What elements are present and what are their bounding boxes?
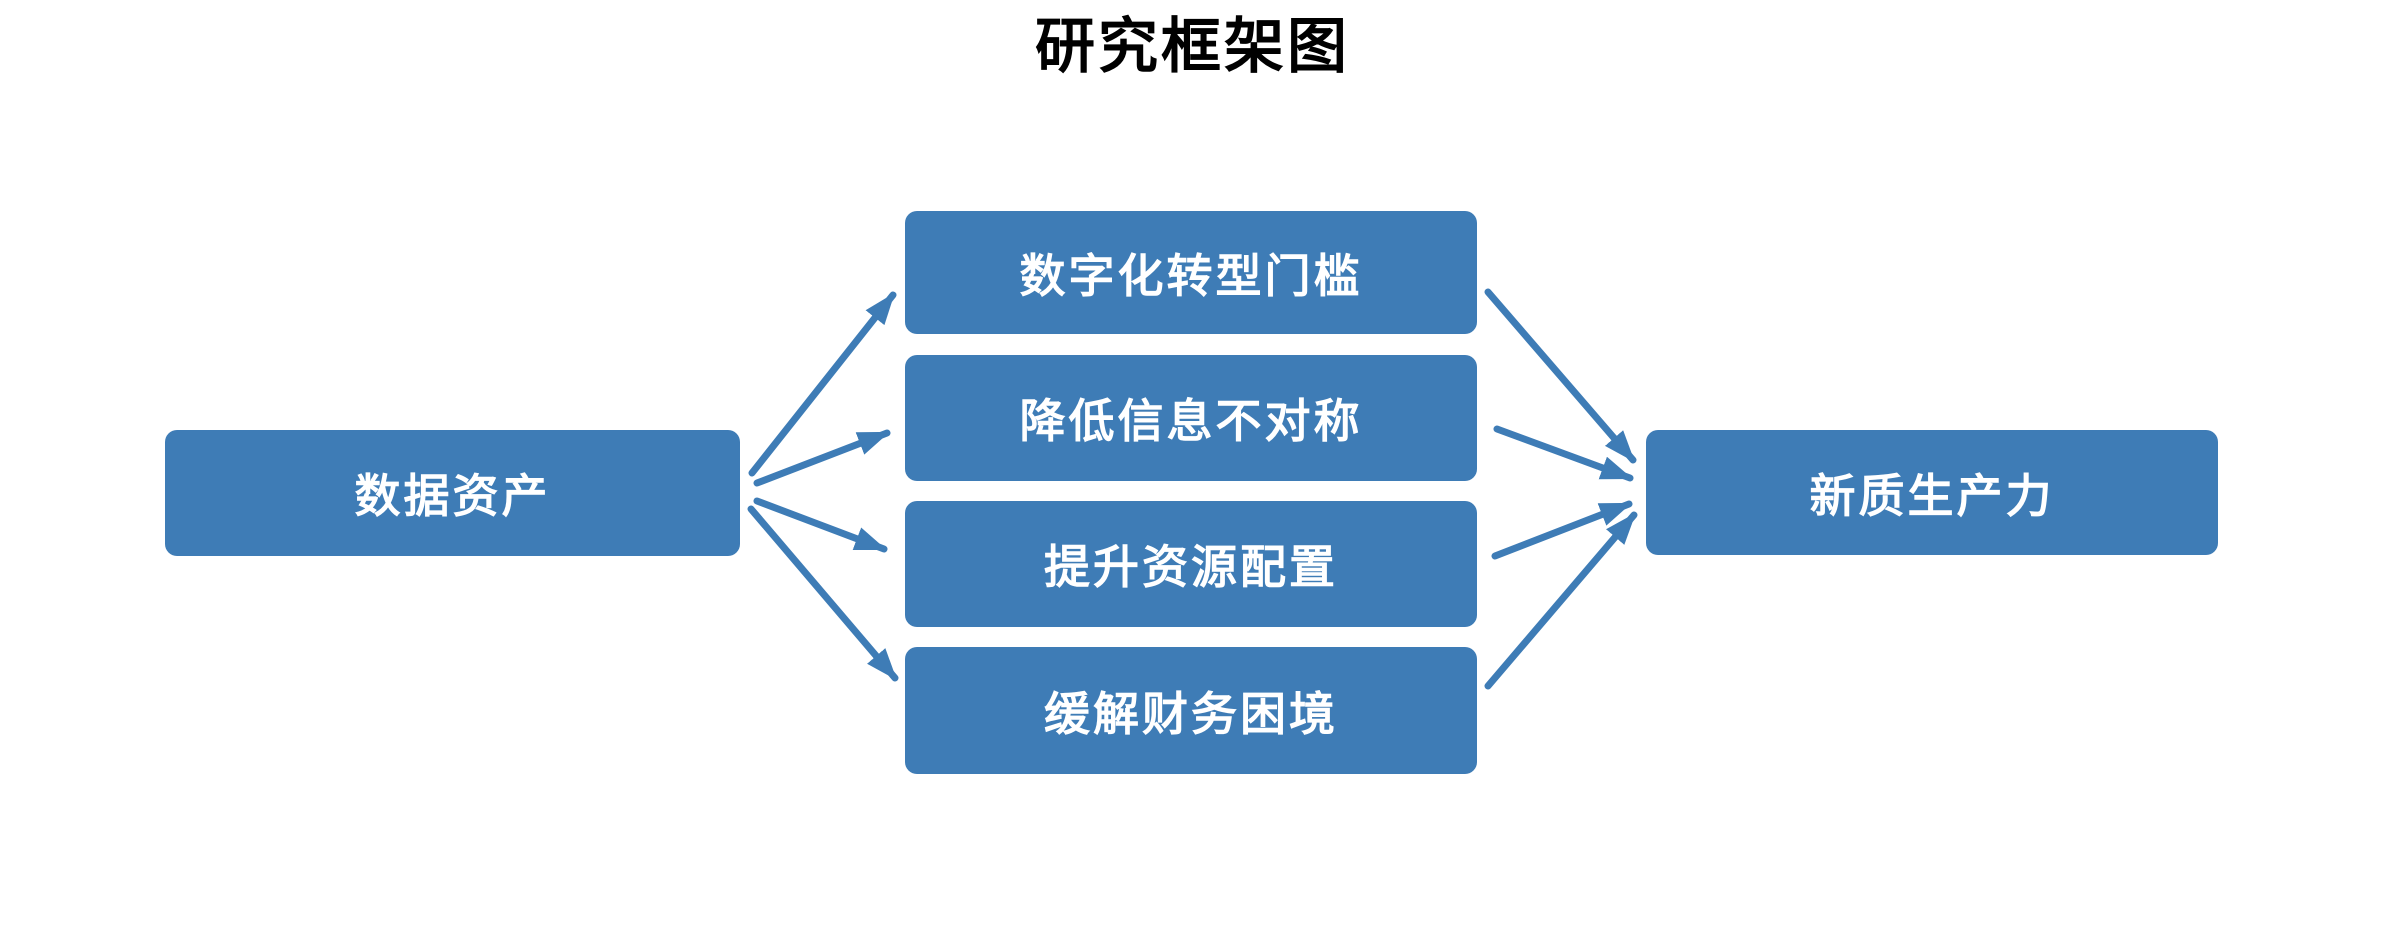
edge-mediator-2-to-outcome-arrow bbox=[1493, 425, 1634, 482]
edge-mediator-1-to-outcome-arrow bbox=[1484, 288, 1637, 464]
edge-source-to-mediator-2-arrow bbox=[753, 429, 891, 487]
node-new-quality-productivity: 新质生产力 bbox=[1646, 430, 2218, 555]
edge-mediator-4-to-outcome-arrow bbox=[1484, 511, 1638, 690]
node-digital-transformation-threshold: 数字化转型门槛 bbox=[905, 211, 1477, 334]
edge-source-to-mediator-4-arrow bbox=[747, 505, 899, 682]
page-title: 研究框架图 bbox=[1035, 12, 1350, 82]
edge-source-to-mediator-3-arrow bbox=[753, 497, 888, 553]
node-data-assets: 数据资产 bbox=[165, 430, 740, 556]
node-alleviate-financial-distress: 缓解财务困境 bbox=[905, 647, 1477, 774]
node-reduce-information-asymmetry: 降低信息不对称 bbox=[905, 355, 1477, 481]
edge-mediator-3-to-outcome-arrow bbox=[1491, 500, 1633, 560]
node-improve-resource-allocation: 提升资源配置 bbox=[905, 501, 1477, 627]
edge-source-to-mediator-1-arrow bbox=[748, 291, 897, 477]
